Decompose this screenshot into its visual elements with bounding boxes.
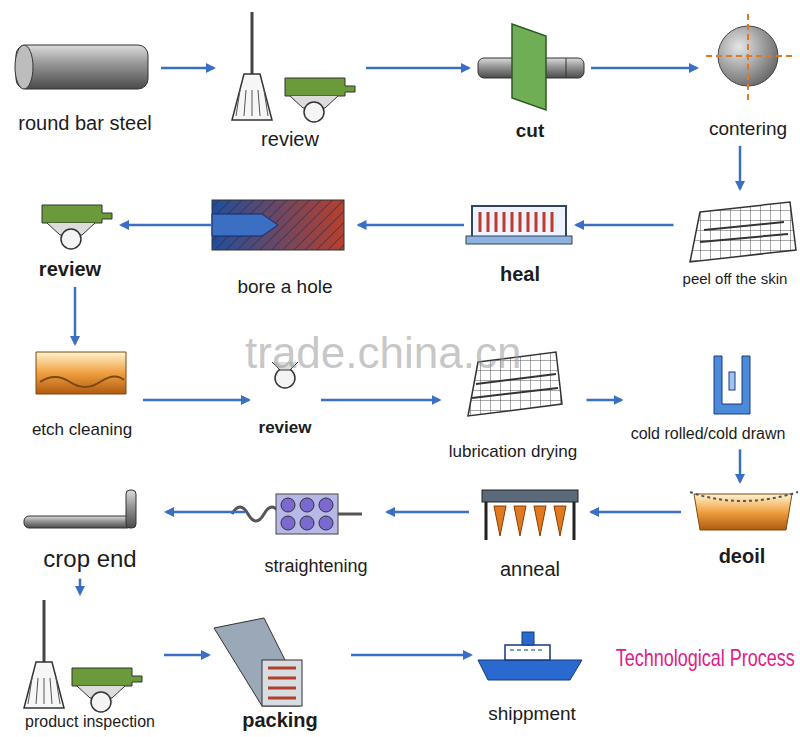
process-step: review	[25, 205, 115, 281]
watermark: trade.china.cn	[245, 328, 521, 378]
flow-arrow	[166, 511, 245, 514]
process-step: cold rolled/cold drawn	[628, 352, 789, 443]
flow-arrow	[74, 287, 77, 344]
flow-arrow	[143, 399, 249, 402]
flow-arrow	[591, 511, 681, 514]
step-label: lubrication drying	[449, 442, 578, 462]
flow-arrow	[366, 67, 469, 70]
step-label: round bar steel	[18, 112, 151, 135]
step-label: anneal	[500, 558, 560, 581]
step-label: review	[39, 258, 101, 281]
diagram-title: Technological Process	[616, 644, 795, 672]
process-step: shippment	[477, 630, 587, 725]
process-step: contering	[703, 15, 793, 140]
cold-drawing-frame-icon	[714, 356, 750, 414]
step-label: shippment	[488, 703, 576, 725]
flow-arrow	[587, 399, 622, 402]
peeling-tray-icon	[690, 202, 796, 262]
annealing-furnace-icon	[482, 490, 578, 540]
process-step: cut	[475, 20, 585, 142]
flow-arrow	[387, 511, 469, 514]
process-step: etch cleaning	[27, 350, 137, 440]
flow-arrow	[359, 224, 465, 227]
flow-arrow	[576, 224, 674, 227]
process-step: product inspection	[22, 600, 158, 731]
process-step: round bar steel	[15, 40, 155, 135]
flow-arrow	[164, 654, 209, 657]
process-step: heal	[470, 200, 570, 286]
review-icon	[42, 205, 112, 249]
flow-arrow	[739, 146, 742, 189]
flow-arrow	[591, 67, 697, 70]
inspection-icon	[24, 600, 142, 712]
step-label: deoil	[719, 545, 766, 568]
step-label: crop end	[43, 545, 136, 573]
process-step: peel off the skin	[680, 195, 791, 287]
crop-end-bar-icon	[24, 490, 136, 528]
process-step: crop end	[20, 488, 160, 573]
step-label: review	[259, 418, 312, 438]
flow-arrow	[739, 449, 742, 482]
flow-arrow	[351, 654, 471, 657]
step-label: etch cleaning	[32, 420, 132, 440]
step-label: peel off the skin	[683, 270, 788, 287]
process-step: bore a hole	[218, 200, 353, 298]
flow-arrow	[121, 224, 212, 227]
step-label: review	[261, 128, 319, 151]
centering-icon	[706, 14, 792, 100]
step-label: packing	[242, 709, 318, 732]
flow-arrow	[321, 399, 440, 402]
step-label: straightening	[264, 556, 367, 577]
step-label: product inspection	[25, 713, 155, 731]
step-label: cut	[516, 120, 545, 142]
round-bar-icon	[15, 45, 148, 89]
packing-bundle-icon	[214, 618, 302, 706]
heating-furnace-icon	[466, 206, 572, 244]
step-label: bore a hole	[237, 276, 332, 298]
deoil-tank-icon	[690, 492, 798, 530]
flow-arrow	[161, 67, 214, 70]
step-label: cold rolled/cold drawn	[631, 425, 786, 443]
step-label: heal	[500, 263, 540, 286]
flow-arrow	[79, 579, 82, 594]
etch-tank-icon	[36, 352, 126, 394]
cut-icon	[478, 24, 584, 110]
review-icon	[232, 12, 355, 122]
process-step: review	[220, 10, 360, 151]
process-step: anneal	[475, 488, 585, 581]
process-step: deoil	[687, 488, 797, 568]
straightening-rollers-icon	[232, 494, 362, 534]
process-step: straightening	[251, 490, 381, 577]
step-label: contering	[709, 118, 787, 140]
process-step: packing	[215, 615, 345, 732]
boring-icon	[212, 200, 344, 250]
ship-icon	[478, 632, 582, 680]
